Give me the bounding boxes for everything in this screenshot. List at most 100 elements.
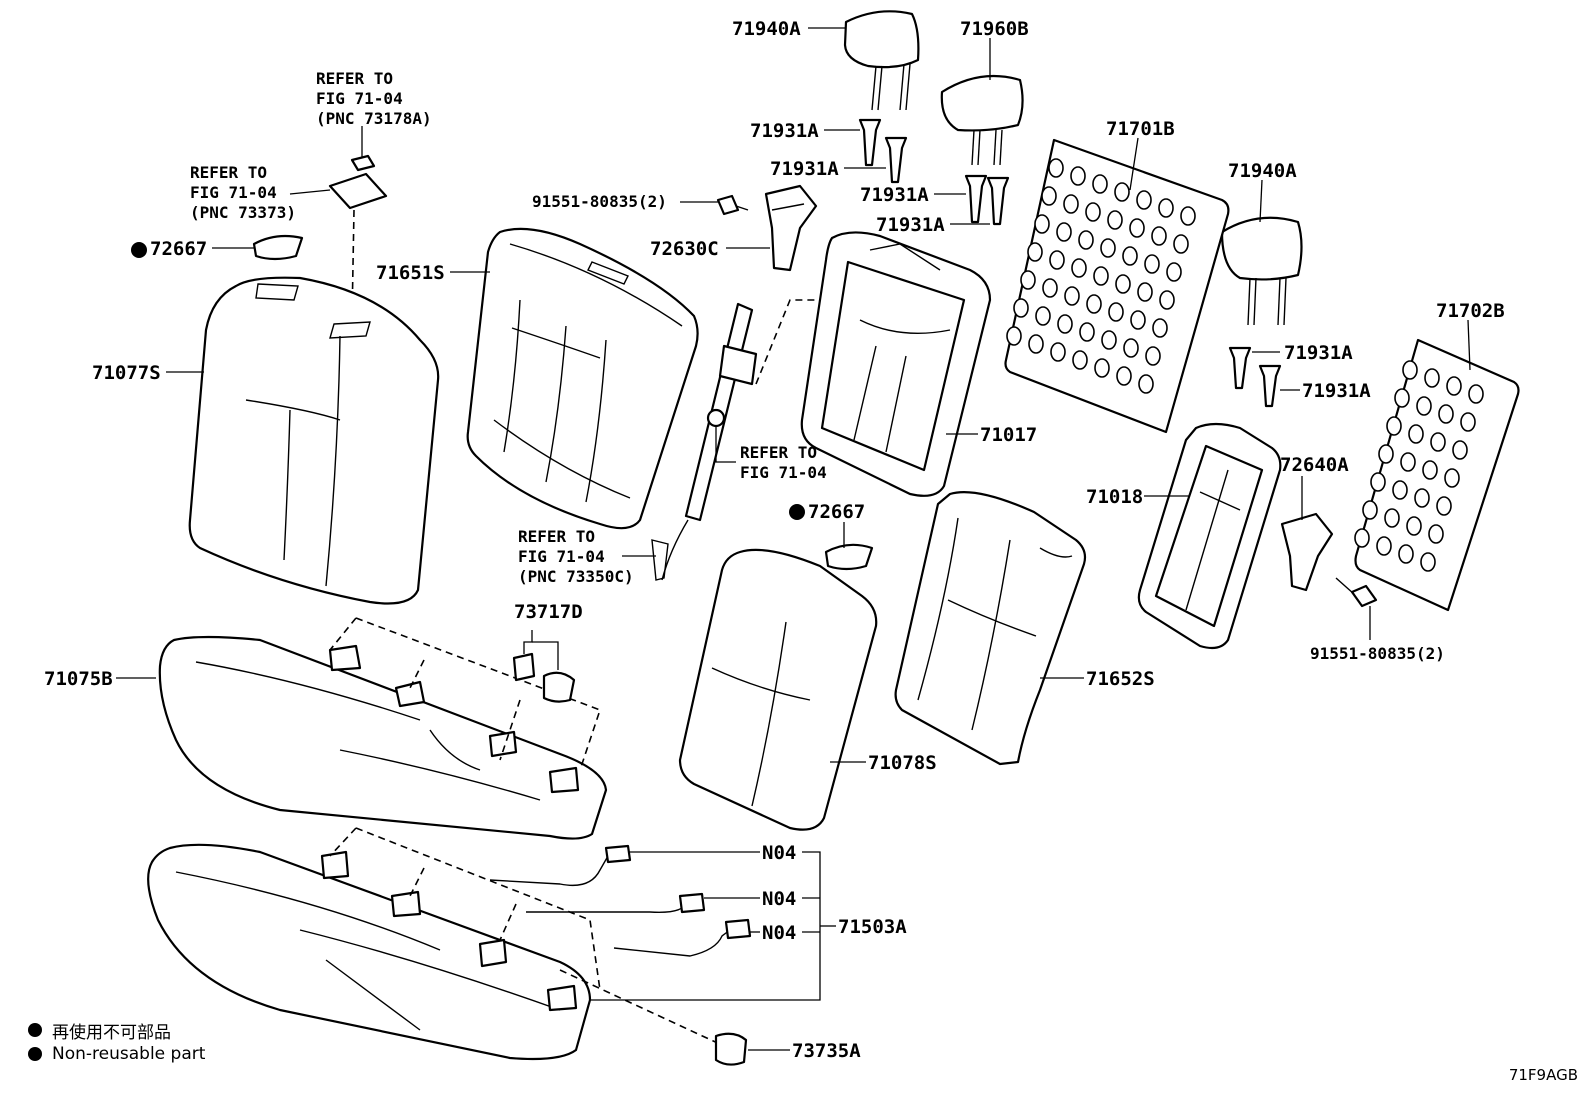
board-hole (1158, 198, 1174, 218)
board-hole (1086, 294, 1102, 314)
board-hole (1384, 508, 1400, 528)
label-72667-left: 72667 (150, 238, 207, 260)
label-71931A-1: 71931A (750, 120, 819, 142)
board-hole (1078, 230, 1094, 250)
board-hole (1378, 444, 1394, 464)
leader-lines (116, 27, 1471, 1051)
clip-73735A (714, 1032, 748, 1066)
part-labels: 71940A 71960B 71931A 71931A 71931A 71931… (44, 18, 1505, 1062)
label-72667-mid: 72667 (808, 501, 865, 523)
board-hole (1079, 322, 1095, 342)
label-71651S: 71651S (376, 262, 445, 284)
seatback-pad-71077S (188, 276, 440, 605)
label-71931A-4: 71931A (876, 214, 945, 236)
board-hole (1049, 250, 1065, 270)
seatback-board-71702B (1354, 338, 1520, 612)
ref-73178A-line1: REFER TO (316, 69, 393, 88)
board-hole (1063, 194, 1079, 214)
ref-73350C-line1: REFER TO (518, 527, 595, 546)
board-hole (1057, 314, 1073, 334)
bullet-icon (28, 1023, 42, 1037)
seatback-frame-71018 (1137, 422, 1282, 650)
board-hole (1042, 278, 1058, 298)
non-reusable-marker-72667-mid (789, 504, 805, 520)
board-hole (1144, 254, 1160, 274)
seatback-cover-71651S (466, 227, 699, 530)
board-hole (1392, 480, 1408, 500)
board-hole (1072, 350, 1088, 370)
seat-cushion-pad-71075B (158, 635, 608, 840)
seatback-board-71701B (1004, 138, 1230, 434)
board-hole (1094, 358, 1110, 378)
label-72640A: 72640A (1280, 454, 1349, 476)
board-hole (1085, 202, 1101, 222)
label-71931A-2: 71931A (770, 158, 839, 180)
label-73717D: 73717D (514, 601, 583, 623)
bolt-91551-left (716, 194, 749, 216)
board-hole (1115, 274, 1131, 294)
bolt-91551-right (1335, 577, 1378, 608)
board-hole (1123, 338, 1139, 358)
seat-cushion-cover (147, 843, 592, 1061)
label-71931A-5: 71931A (1284, 342, 1353, 364)
label-71960B: 71960B (960, 18, 1029, 40)
board-hole (1136, 190, 1152, 210)
ref-fig-mid-line1: REFER TO (740, 443, 817, 462)
clip-72667-left (252, 234, 304, 261)
bullet-icon (28, 1047, 42, 1061)
board-hole (1013, 298, 1029, 318)
board-hole (1092, 174, 1108, 194)
headrest-71940A-top (843, 10, 920, 111)
board-hole (1424, 368, 1440, 388)
lock-72630C (764, 184, 818, 272)
board-hole (1414, 488, 1430, 508)
board-hole (1362, 500, 1378, 520)
board-hole (1394, 388, 1410, 408)
label-71931A-3: 71931A (860, 184, 929, 206)
label-71017: 71017 (980, 424, 1037, 446)
board-hole (1064, 286, 1080, 306)
clip-73178A (350, 154, 376, 172)
board-hole (1129, 218, 1145, 238)
board-hole (1006, 326, 1022, 346)
label-73735A: 73735A (792, 1040, 861, 1062)
legend-row-en: Non-reusable part (28, 1042, 205, 1066)
board-hole (1122, 246, 1138, 266)
belt-guide (651, 302, 758, 581)
board-hole (1408, 424, 1424, 444)
board-hole (1028, 334, 1044, 354)
legend-jp-text: 再使用不可部品 (52, 1022, 171, 1043)
board-hole (1130, 310, 1146, 330)
board-hole (1114, 182, 1130, 202)
board-hole (1376, 536, 1392, 556)
board-hole (1137, 282, 1153, 302)
board-hole (1400, 452, 1416, 472)
board-hole (1430, 432, 1446, 452)
label-N04-1: N04 (762, 842, 796, 864)
board-hole (1093, 266, 1109, 286)
board-hole (1100, 238, 1116, 258)
board-hole (1107, 210, 1123, 230)
board-hole (1138, 374, 1154, 394)
cover-73373 (328, 172, 388, 210)
board-hole (1436, 496, 1452, 516)
seatback-cover-71652S (894, 491, 1087, 766)
board-hole (1460, 412, 1476, 432)
board-hole (1035, 306, 1051, 326)
board-hole (1468, 384, 1484, 404)
board-hole (1034, 214, 1050, 234)
board-hole (1370, 472, 1386, 492)
board-hole (1056, 222, 1072, 242)
label-71931A-6: 71931A (1302, 380, 1371, 402)
board-hole (1180, 206, 1196, 226)
board-hole (1446, 376, 1462, 396)
board-hole (1444, 468, 1460, 488)
headrest-71960B (940, 74, 1024, 166)
label-71077S: 71077S (92, 362, 161, 384)
seatback-pad-71078S (678, 548, 878, 831)
board-hole (1406, 516, 1422, 536)
board-hole (1027, 242, 1043, 262)
seatback-frame-71017 (800, 231, 992, 497)
board-hole (1159, 290, 1175, 310)
legend-row-jp: 再使用不可部品 (28, 1018, 205, 1043)
